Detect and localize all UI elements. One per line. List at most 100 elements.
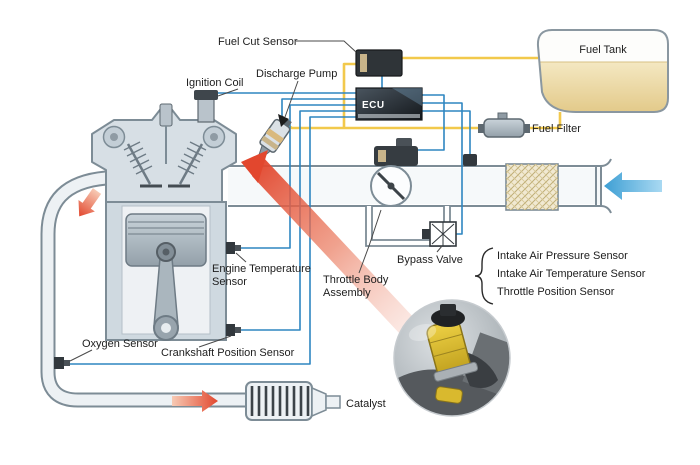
label-discharge-pump: Discharge Pump [256, 68, 337, 80]
fuel-line-tank-to-filter [526, 112, 562, 130]
signal-line-engine-temp [238, 104, 356, 249]
leader-ignition-coil [217, 88, 239, 97]
fuel-tank-label: Fuel Tank [579, 44, 627, 56]
fuel-cut-sensor-band [360, 54, 367, 72]
injector-band-1 [265, 128, 284, 144]
injector-band-2 [261, 135, 279, 151]
piston-rings [128, 221, 204, 235]
label-intake-air-temperature-sensor: Intake Air Temperature Sensor [497, 268, 646, 280]
catalyst-outlet-cone [311, 386, 327, 418]
leader-discharge-pump-arrowhead [278, 114, 289, 127]
label-fuel-filter: Fuel Filter [532, 123, 581, 135]
exhaust-pipe [40, 170, 248, 408]
bypass-valve-hatch [431, 222, 455, 246]
fuel-cut-sensor-component [355, 49, 403, 77]
valve-stem-right [178, 143, 204, 185]
ecu-connector-strip [358, 114, 420, 118]
ecu-label: ECU [362, 100, 385, 111]
discharge-pump-injector [245, 115, 292, 170]
air-filter-hatch [506, 164, 558, 210]
leader-throttle-body [358, 209, 382, 274]
fuel-line-cut-sensor-down [342, 62, 356, 128]
label-fuel-cut-sensor: Fuel Cut Sensor [218, 36, 298, 48]
leader-fuel-cut-sensor [296, 40, 357, 53]
spark-plug [159, 103, 173, 127]
ecu-sheen [392, 88, 422, 106]
fuel-filter-left-cap [478, 124, 485, 133]
valve-stem-left [126, 143, 152, 185]
leader-oxygen-sensor [69, 349, 93, 362]
label-engine-temp-line1: Engine Temperature [212, 263, 311, 275]
catalyst-assembly [245, 381, 341, 421]
signal-line-throttle-sensor [418, 94, 445, 151]
ignition-coil-body [197, 97, 215, 123]
exhaust-flow-arrow-lower [172, 390, 218, 412]
engine-temp-sensor-body [226, 242, 235, 254]
crank-big-end-center [161, 323, 171, 333]
engine-assembly [91, 103, 237, 341]
photo-throttle-body [408, 319, 479, 382]
label-ignition-coil: Ignition Coil [186, 77, 243, 89]
ignition-coil-cap [194, 90, 218, 100]
label-throttle-body-line2: Assembly [323, 287, 371, 299]
leader-lines [69, 40, 443, 362]
fuel-filter [478, 112, 530, 138]
air-filter [505, 163, 559, 211]
leader-discharge-pump [284, 80, 299, 118]
crank-sensor-nut [235, 327, 241, 333]
fuel-tank: Fuel Tank [536, 29, 669, 113]
wrist-pin-center [162, 248, 170, 256]
oxygen-sensor-component [54, 357, 70, 369]
photo-hose [462, 352, 498, 388]
label-oxygen-sensor: Oxygen Sensor [82, 338, 158, 350]
throttle-shaft [387, 182, 395, 190]
signal-line-oxygen-sensor [68, 116, 356, 365]
label-throttle-position-sensor: Throttle Position Sensor [497, 286, 615, 298]
fuel-filter-right-cap [523, 124, 530, 133]
oxygen-sensor-body [54, 357, 64, 369]
photo-black-cap [431, 309, 465, 327]
red-beam-arrowhead [241, 150, 268, 183]
ecu-unit: ECU [355, 87, 423, 121]
throttle-body [370, 138, 418, 207]
label-throttle-body-line1: Throttle Body [323, 274, 389, 286]
bypass-valve-component [422, 221, 457, 247]
cam-left-center [110, 133, 118, 141]
label-catalyst: Catalyst [346, 398, 386, 410]
cam-right-center [210, 133, 218, 141]
signal-line-pressure-sensor [422, 110, 471, 160]
photo-highlight [408, 323, 437, 342]
label-crankshaft-position-sensor: Crankshaft Position Sensor [161, 347, 295, 359]
fuel-cut-sensor-box [355, 49, 403, 77]
red-beam [252, 156, 416, 334]
ignition-coil-component [194, 90, 218, 123]
intake-opening [595, 158, 612, 214]
intake-flow-arrow [604, 172, 662, 200]
crankshaft-position-sensor-component [226, 324, 241, 336]
crank-sensor-body [226, 324, 235, 336]
fuel-line-filter-to-injector [284, 122, 482, 130]
labels: Fuel Cut Sensor Ignition Coil Discharge … [82, 36, 646, 410]
valve-spring-right [177, 141, 207, 175]
photo-rim [393, 299, 511, 417]
leader-crank-sensor [198, 335, 232, 348]
fuel-tank-outline [536, 29, 669, 113]
exhaust-arrow-upper-shape [78, 188, 102, 217]
signal-line-bypass-valve [422, 102, 463, 235]
exhaust-pipe-inner [42, 172, 248, 406]
photo-throttle-bands [429, 333, 467, 358]
leader-engine-temp [235, 252, 247, 263]
exhaust-flow-arrow-upper [78, 188, 102, 217]
catalyst-tailpipe [325, 395, 341, 409]
label-bypass-valve: Bypass Valve [397, 254, 463, 266]
label-intake-air-pressure-sensor: Intake Air Pressure Sensor [497, 250, 628, 262]
label-engine-temp-line2: Sensor [212, 276, 247, 288]
photo-yellow-fitting [435, 386, 463, 404]
intake-air-pressure-sensor-component [463, 154, 477, 166]
sensor-group-brace-icon [474, 247, 494, 305]
leader-bypass-valve [436, 245, 443, 253]
engine-temperature-sensor-component [226, 242, 241, 254]
throttle-sensor-band [378, 150, 386, 162]
